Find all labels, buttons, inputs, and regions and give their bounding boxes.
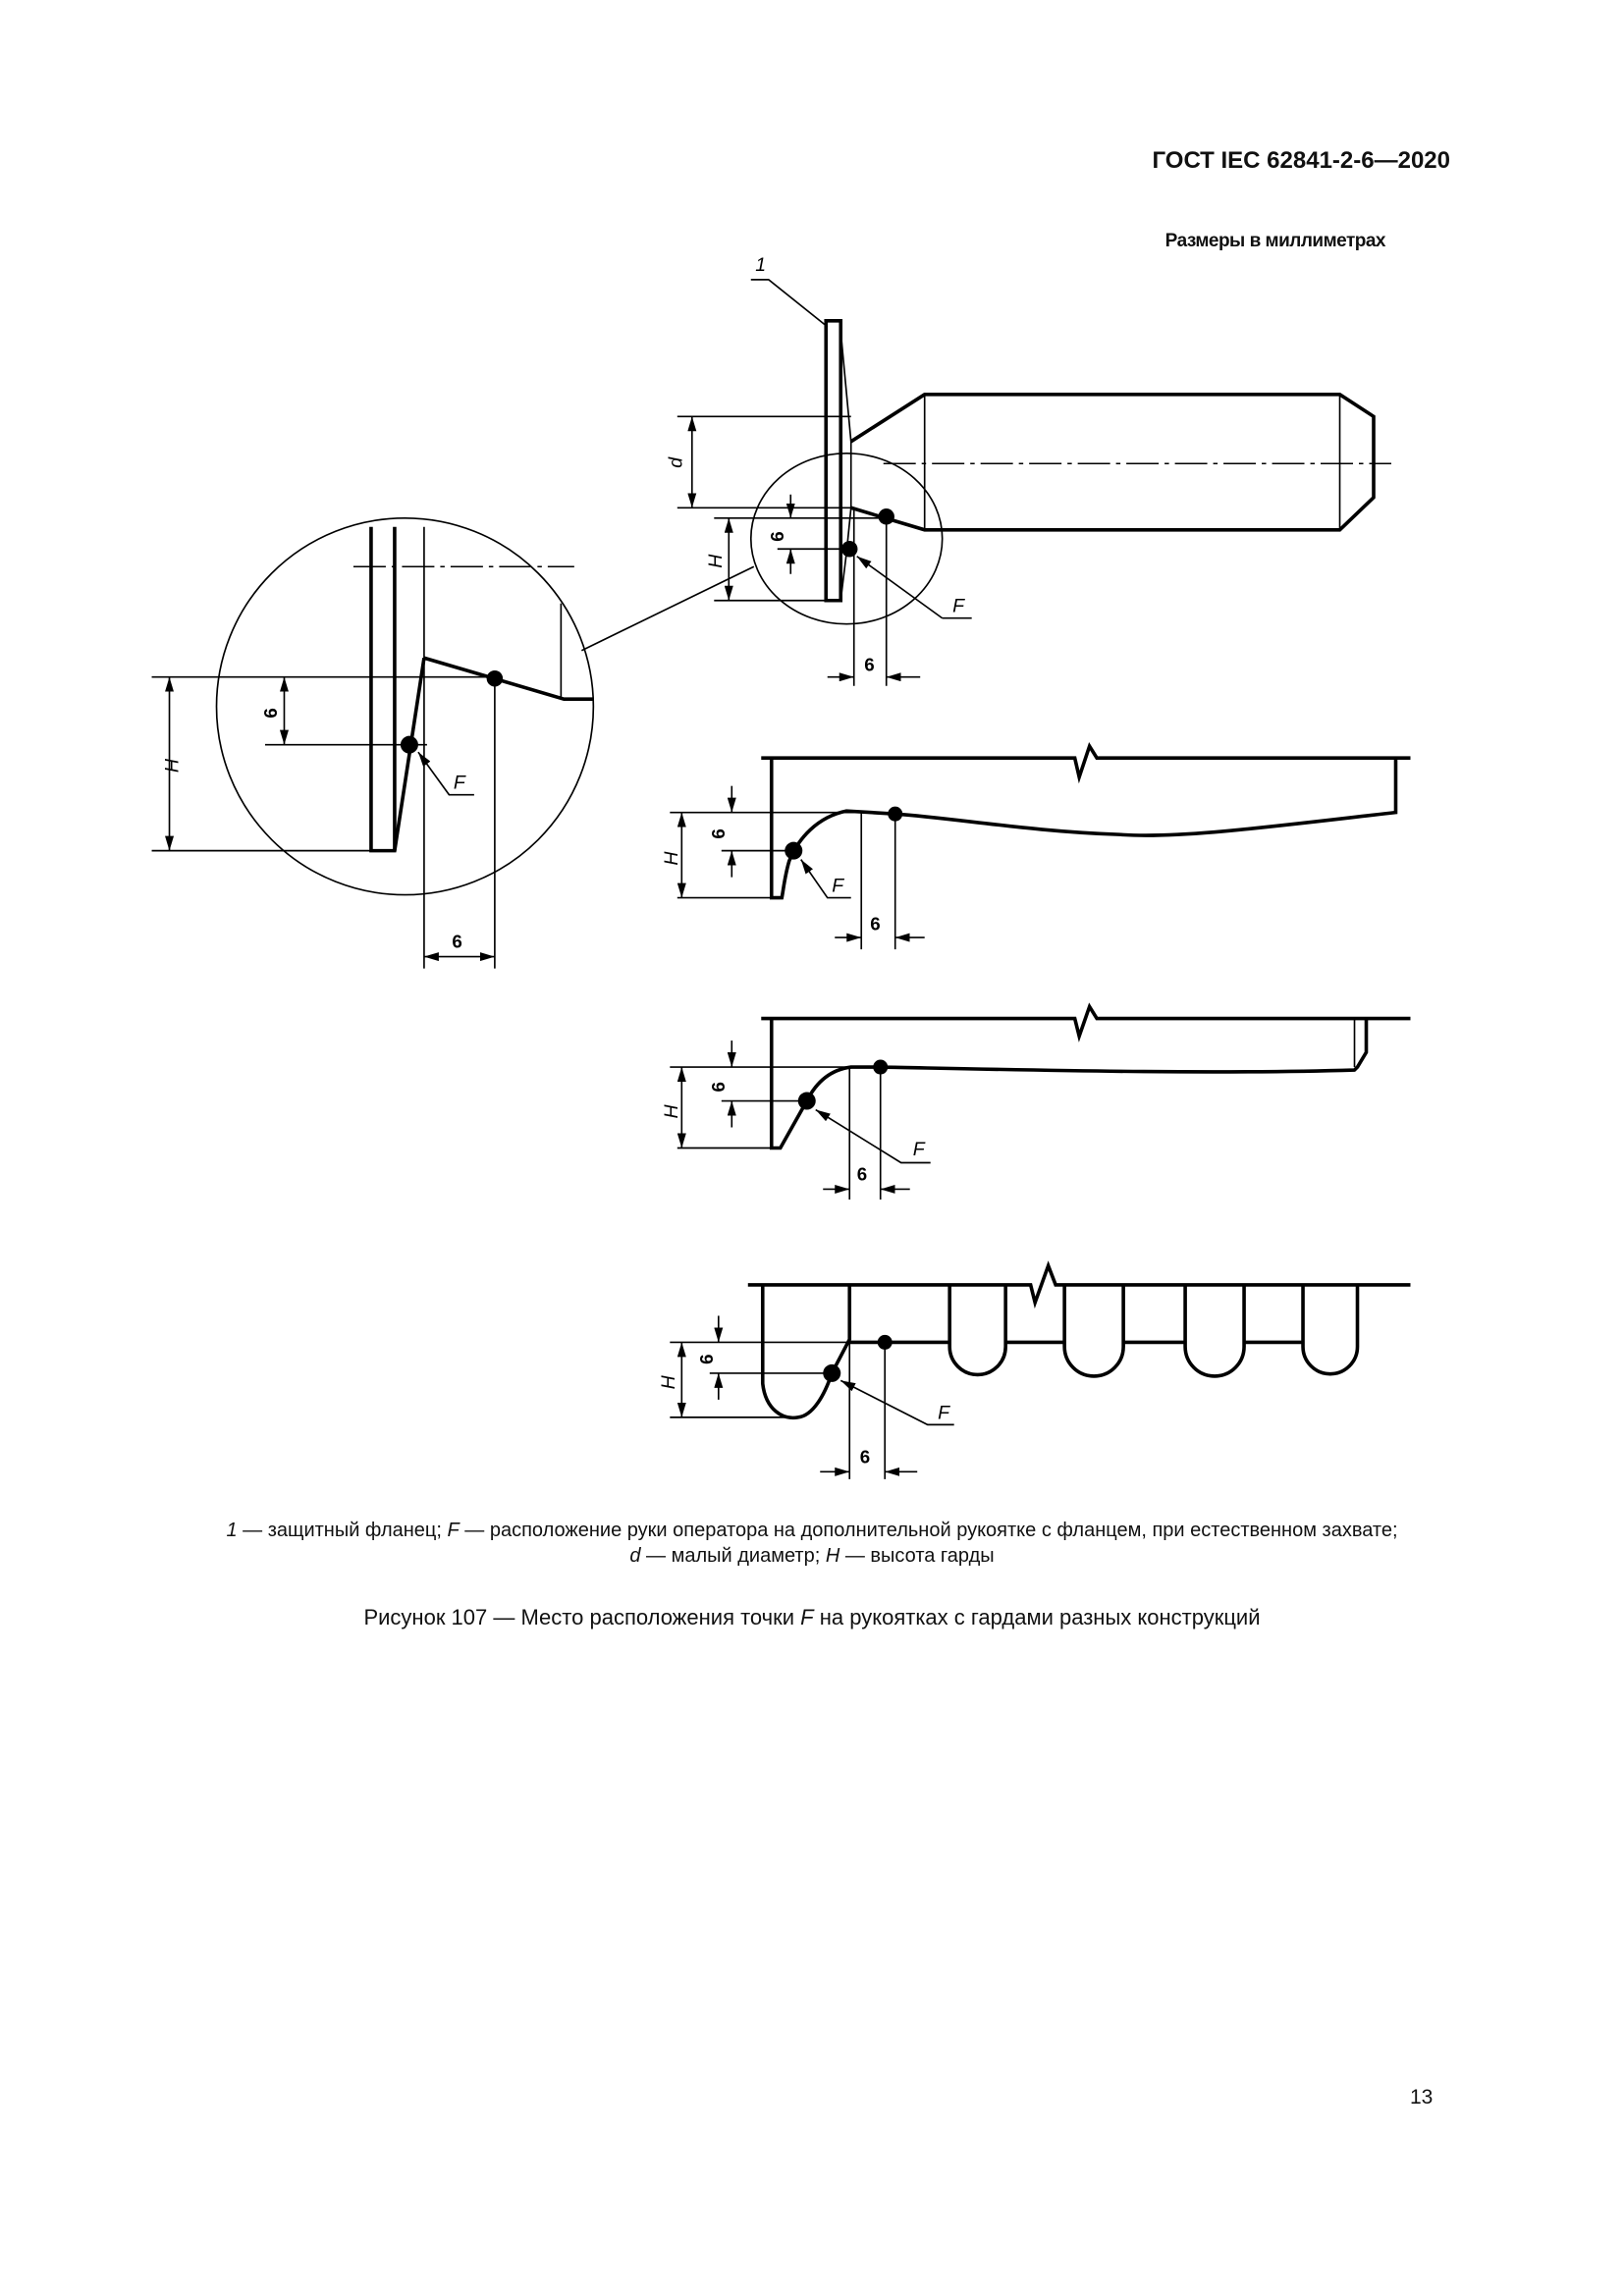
caption-symbol: F xyxy=(800,1605,814,1629)
figure-legend: 1 — защитный фланец; F — расположение ру… xyxy=(0,1518,1624,1569)
caption-suffix: на рукоятках с гардами разных конструкци… xyxy=(813,1605,1261,1629)
guard-handle-view-4: H 6 F 6 xyxy=(658,1260,1411,1479)
dim-6-label: 6 xyxy=(860,1446,870,1467)
point-f-marker xyxy=(823,1363,841,1382)
point-f-marker xyxy=(785,841,803,860)
legend-symbol: H xyxy=(825,1545,840,1567)
dim-6-label: 6 xyxy=(696,1354,717,1363)
figure-caption: Рисунок 107 — Место расположения точки F… xyxy=(0,1605,1624,1630)
h-label: H xyxy=(658,1374,679,1389)
guard-handle-view-3: H 6 F 6 xyxy=(661,1002,1411,1200)
detail-circle xyxy=(749,452,944,625)
dim-6-label: 6 xyxy=(260,708,281,718)
f-label: F xyxy=(454,773,466,794)
f-label: F xyxy=(952,596,965,617)
legend-line-1: 1 — защитный фланец; F — расположение ру… xyxy=(0,1518,1624,1543)
dim-6-label: 6 xyxy=(708,1082,729,1092)
legend-text: — малый диаметр; xyxy=(640,1545,826,1567)
legend-text: — высота гарды xyxy=(839,1545,995,1567)
legend-symbol: F xyxy=(447,1520,460,1541)
document-id: ГОСТ IEC 62841-2-6—2020 xyxy=(1152,147,1450,174)
dim-6-label: 6 xyxy=(452,932,461,952)
caption-prefix: Рисунок 107 — Место расположения точки xyxy=(363,1605,801,1629)
h-label: H xyxy=(661,851,682,866)
legend-line-2: d — малый диаметр; H — высота гарды xyxy=(0,1543,1624,1569)
dim-6-label: 6 xyxy=(767,531,787,541)
units-note: Размеры в миллиметрах xyxy=(1164,231,1386,251)
page-number: 13 xyxy=(1410,2086,1434,2109)
f-label: F xyxy=(913,1139,926,1160)
legend-text: — расположение руки оператора на дополни… xyxy=(459,1520,1398,1541)
enlarged-detail-view: H 6 F 6 xyxy=(151,516,595,969)
h-label: H xyxy=(705,554,727,568)
d-label: d xyxy=(665,456,686,468)
dim-6-label: 6 xyxy=(708,828,729,838)
f-label: F xyxy=(938,1402,950,1423)
dim-6-label: 6 xyxy=(870,914,880,934)
dim-6-label: 6 xyxy=(857,1163,867,1184)
legend-text: — защитный фланец; xyxy=(237,1520,448,1541)
legend-symbol: 1 xyxy=(226,1520,238,1541)
h-label: H xyxy=(661,1104,682,1119)
point-f-marker xyxy=(797,1092,816,1110)
h-label: H xyxy=(162,758,184,773)
legend-symbol: d xyxy=(629,1545,641,1567)
f-label: F xyxy=(832,876,844,897)
callout-1-label: 1 xyxy=(755,254,766,276)
flange-handle-view: 1 d H 6 F 6 xyxy=(580,254,1391,686)
guard-handle-view-2: H 6 F 6 xyxy=(661,741,1411,950)
dim-6-label: 6 xyxy=(864,655,874,675)
